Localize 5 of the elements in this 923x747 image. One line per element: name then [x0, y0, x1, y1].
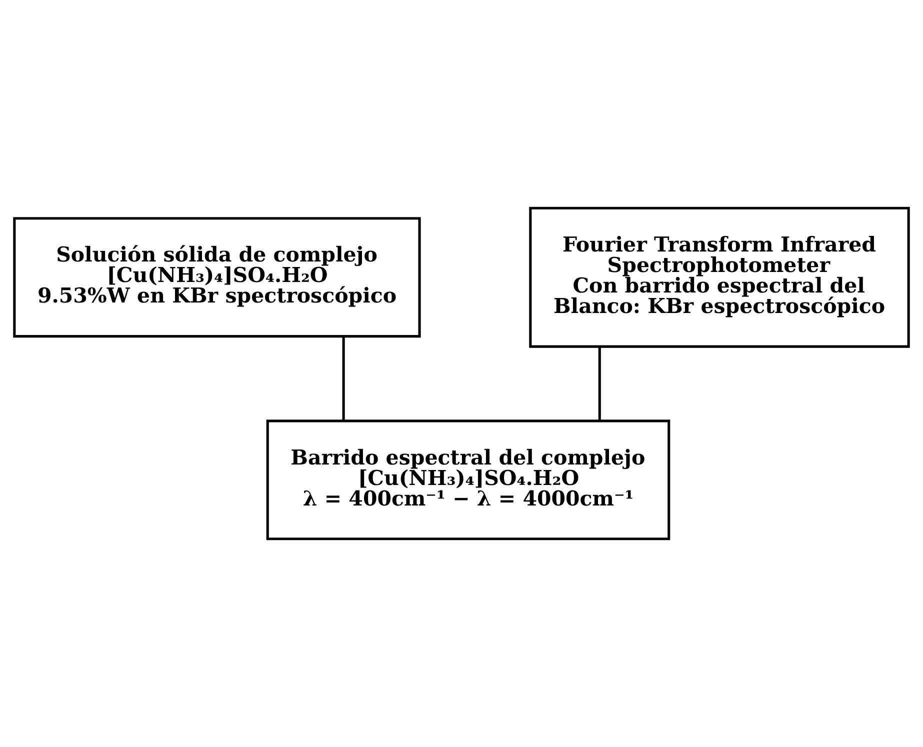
node-box: Solución sólida de complejo [Cu(NH₃)₄]SO₄.H₂O 9.53%W en KBr spectroscópico	[13, 217, 421, 338]
connector	[598, 347, 601, 421]
connector	[342, 336, 345, 421]
node-box: Barrido espectral del complejo [Cu(NH₃)₄]SO₄.H₂O λ = 400cm⁻¹ − λ = 4000cm⁻¹	[266, 420, 670, 540]
node-box: Fourier Transform Infrared Spectrophotometer Con barrido espectral del Blanco: KBr espectroscópico	[529, 206, 910, 348]
